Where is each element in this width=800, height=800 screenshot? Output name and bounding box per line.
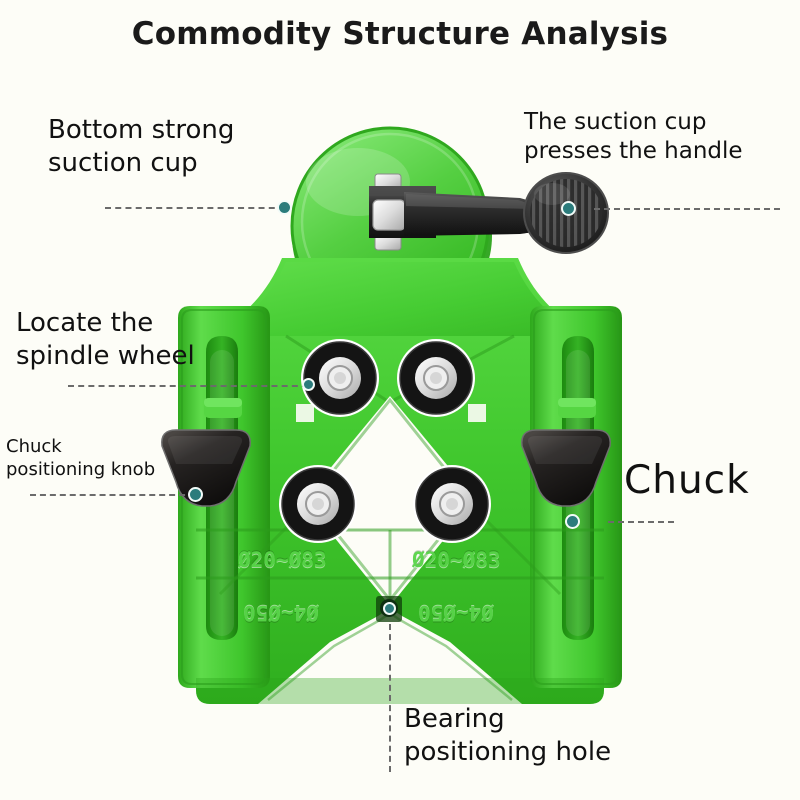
page-title: Commodity Structure Analysis — [131, 16, 669, 52]
engraving-lower-right: Ø4~Ø50 — [418, 601, 494, 625]
bearing-bottom-left — [279, 465, 357, 543]
leader-dot-locate-spindle-wheel — [302, 378, 315, 391]
leader-line-bottom-suction-cup — [105, 207, 285, 209]
engraving-upper-left: Ø20~Ø83 — [238, 548, 327, 572]
chuck-positioning-knobs — [161, 429, 611, 507]
callout-chuck: Chuck — [624, 458, 750, 503]
leader-line-locate-spindle-wheel — [68, 385, 308, 387]
engraving-upper-right: Ø20~Ø83 — [412, 548, 501, 572]
bearing-rollers — [279, 339, 491, 543]
leader-dot-bearing-positioning-hole — [383, 602, 396, 615]
leader-line-suction-cup-presses-handle — [594, 208, 780, 210]
callout-chuck-positioning-knob: Chuck positioning knob — [6, 436, 156, 481]
callout-locate-spindle-wheel: Locate the spindle wheel — [16, 308, 195, 372]
leader-dot-chuck-positioning-knob — [188, 487, 203, 502]
left-knob — [161, 429, 251, 507]
bearing-top-right — [397, 339, 475, 417]
callout-bearing-positioning-hole: Bearing positioning hole — [404, 704, 612, 768]
callout-suction-cup-presses-handle: The suction cup presses the handle — [524, 109, 743, 165]
leader-line-bearing-positioning-hole — [389, 624, 391, 772]
right-knob — [521, 429, 611, 507]
lever-handle — [369, 172, 609, 254]
callout-bottom-suction-cup: Bottom strong suction cup — [48, 115, 235, 179]
leader-line-chuck — [608, 521, 674, 523]
bearing-top-left — [301, 339, 379, 417]
leader-line-chuck-positioning-knob — [30, 494, 195, 496]
leader-dot-suction-cup-presses-handle — [561, 201, 576, 216]
leader-dot-chuck — [565, 514, 580, 529]
leader-dot-bottom-suction-cup — [277, 200, 292, 215]
bearing-bottom-right — [413, 465, 491, 543]
engraving-lower-left: Ø4~Ø50 — [243, 601, 319, 625]
